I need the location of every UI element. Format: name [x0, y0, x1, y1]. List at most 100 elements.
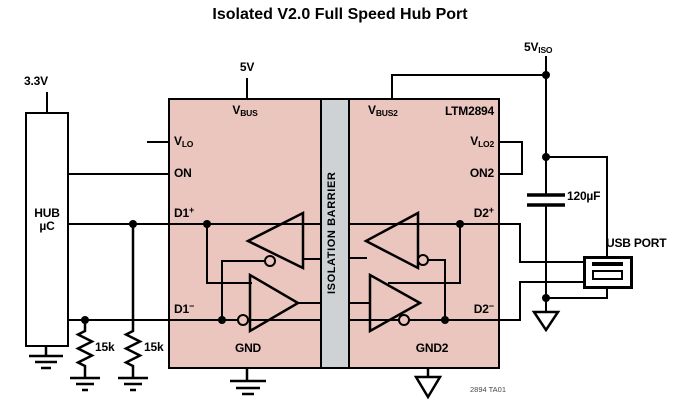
- junction-dot: [456, 220, 464, 228]
- junction-dot: [203, 220, 211, 228]
- wire-int-l6: [298, 302, 321, 304]
- wire-d2p-vert: [519, 223, 521, 263]
- wire-int-l1: [206, 223, 208, 284]
- label-5v: 5V: [239, 60, 255, 74]
- label-r2: 15k: [144, 340, 164, 354]
- wire-rail-d2m: [350, 319, 500, 321]
- label-usb-port: USB PORT: [606, 236, 667, 250]
- junction-dot: [441, 316, 449, 324]
- wire-int-l5: [303, 258, 321, 260]
- wire-d2p-stub: [500, 223, 521, 225]
- hub-uc-box: [25, 112, 69, 347]
- vbus2-sub: BUS2: [375, 108, 398, 118]
- d2p-base: D2: [473, 206, 489, 220]
- label-r1: 15k: [95, 340, 115, 354]
- wire-int-r5: [350, 257, 367, 259]
- vlo2-sub: LO2: [478, 139, 494, 149]
- wire-3v3-stem: [46, 92, 48, 112]
- pin-vbus2: VBUS2: [368, 103, 398, 118]
- wire-int-l2: [206, 282, 252, 284]
- d2m-base: D2: [473, 302, 489, 316]
- pin-d2m: D2−: [444, 301, 494, 316]
- usb-port-slot: [592, 262, 623, 266]
- d2p-sup: +: [488, 205, 494, 215]
- pin-gnd2: GND2: [415, 341, 449, 355]
- pin-on2: ON2: [469, 166, 494, 180]
- wire-5viso-rail-upper: [545, 74, 547, 196]
- 5viso-base: 5V: [524, 40, 539, 54]
- vbus2-base: V: [368, 103, 376, 117]
- junction-dot: [542, 294, 550, 302]
- iso-ground-usb: [531, 310, 561, 333]
- junction-dot: [542, 71, 550, 79]
- wire-d2m-vert: [519, 283, 521, 321]
- wire-on2-stub: [500, 173, 523, 175]
- d1p-base: D1: [174, 206, 189, 220]
- pin-d1m: D1−: [174, 301, 194, 316]
- vbus-sub: BUS: [240, 108, 258, 118]
- wire-d2p-to-port: [519, 261, 585, 263]
- isolation-barrier-strip: [320, 98, 350, 369]
- d1p-sup: +: [188, 205, 195, 215]
- part-number: LTM2894: [444, 104, 494, 118]
- wire-rail-d1m: [168, 319, 320, 321]
- wire-int-r1: [459, 223, 461, 284]
- label-3v3: 3.3V: [24, 74, 48, 88]
- pin-d1p: D1+: [174, 205, 194, 220]
- wire-int-l3: [221, 260, 265, 262]
- pin-vbus: VBUS: [168, 103, 322, 118]
- wire-d2m-to-port: [519, 281, 585, 283]
- d1m-sup: −: [188, 301, 195, 311]
- isolation-barrier-label: ISOLATION BARRIER: [326, 171, 338, 294]
- label-cap: 120µF: [567, 189, 601, 203]
- resistor-15k-d1p: [123, 226, 143, 372]
- vbus-base: V: [232, 103, 241, 117]
- wire-int-l4: [221, 260, 223, 321]
- vlo-base: V: [174, 134, 182, 148]
- figure-note: 2894 TA01: [469, 385, 506, 394]
- wire-int-r3: [428, 259, 446, 261]
- hub-line1: HUB: [34, 206, 60, 220]
- usb-port-pin: [592, 270, 623, 280]
- wire-cap-to-gnd: [545, 206, 547, 314]
- pin-vlo: VLO: [174, 134, 193, 149]
- wire-usb-vbus-feed: [606, 156, 608, 257]
- wire-vlo-stub: [147, 141, 170, 143]
- wire-int-r4: [444, 259, 446, 321]
- wire-vbus2-stem: [391, 75, 393, 98]
- junction-dot: [542, 153, 550, 161]
- wire-int-r2: [388, 282, 461, 284]
- wire-d1m: [67, 319, 170, 321]
- junction-dot: [218, 316, 226, 324]
- wire-d1p: [67, 223, 170, 225]
- d1m-base: D1: [174, 302, 189, 316]
- d2m-sup: −: [488, 301, 494, 311]
- wire-on: [67, 173, 170, 175]
- 5viso-sub: ISO: [538, 45, 553, 55]
- wire-5v-stem: [246, 78, 248, 98]
- wire-usb-gnd-return: [546, 297, 608, 299]
- resistor-15k-d1m: [75, 322, 95, 372]
- wire-vlo2-on2-tie: [521, 141, 523, 175]
- junction-dot: [81, 316, 89, 324]
- wire-vlo2-stub: [500, 141, 523, 143]
- wire-rail-d2p: [350, 223, 500, 225]
- pin-d2p: D2+: [444, 205, 494, 220]
- wire-5viso-stem: [545, 56, 547, 74]
- wire-rail-d1p: [168, 223, 320, 225]
- wire-usb-gnd-down: [606, 288, 608, 299]
- earth-ground-r2: [118, 372, 148, 392]
- junction-dot: [129, 220, 137, 228]
- pin-gnd: GND: [234, 341, 262, 355]
- earth-ground-hub: [29, 347, 63, 370]
- wire-vbus-branch: [546, 156, 608, 158]
- vlo2-base: V: [470, 134, 479, 148]
- wire-d2m-stub: [500, 319, 521, 321]
- pin-on: ON: [174, 166, 192, 180]
- page-title: Isolated V2.0 Full Speed Hub Port: [212, 6, 468, 23]
- earth-ground-r1: [70, 372, 100, 392]
- earth-ground-gnd: [230, 369, 266, 396]
- label-5viso: 5VISO: [524, 40, 553, 55]
